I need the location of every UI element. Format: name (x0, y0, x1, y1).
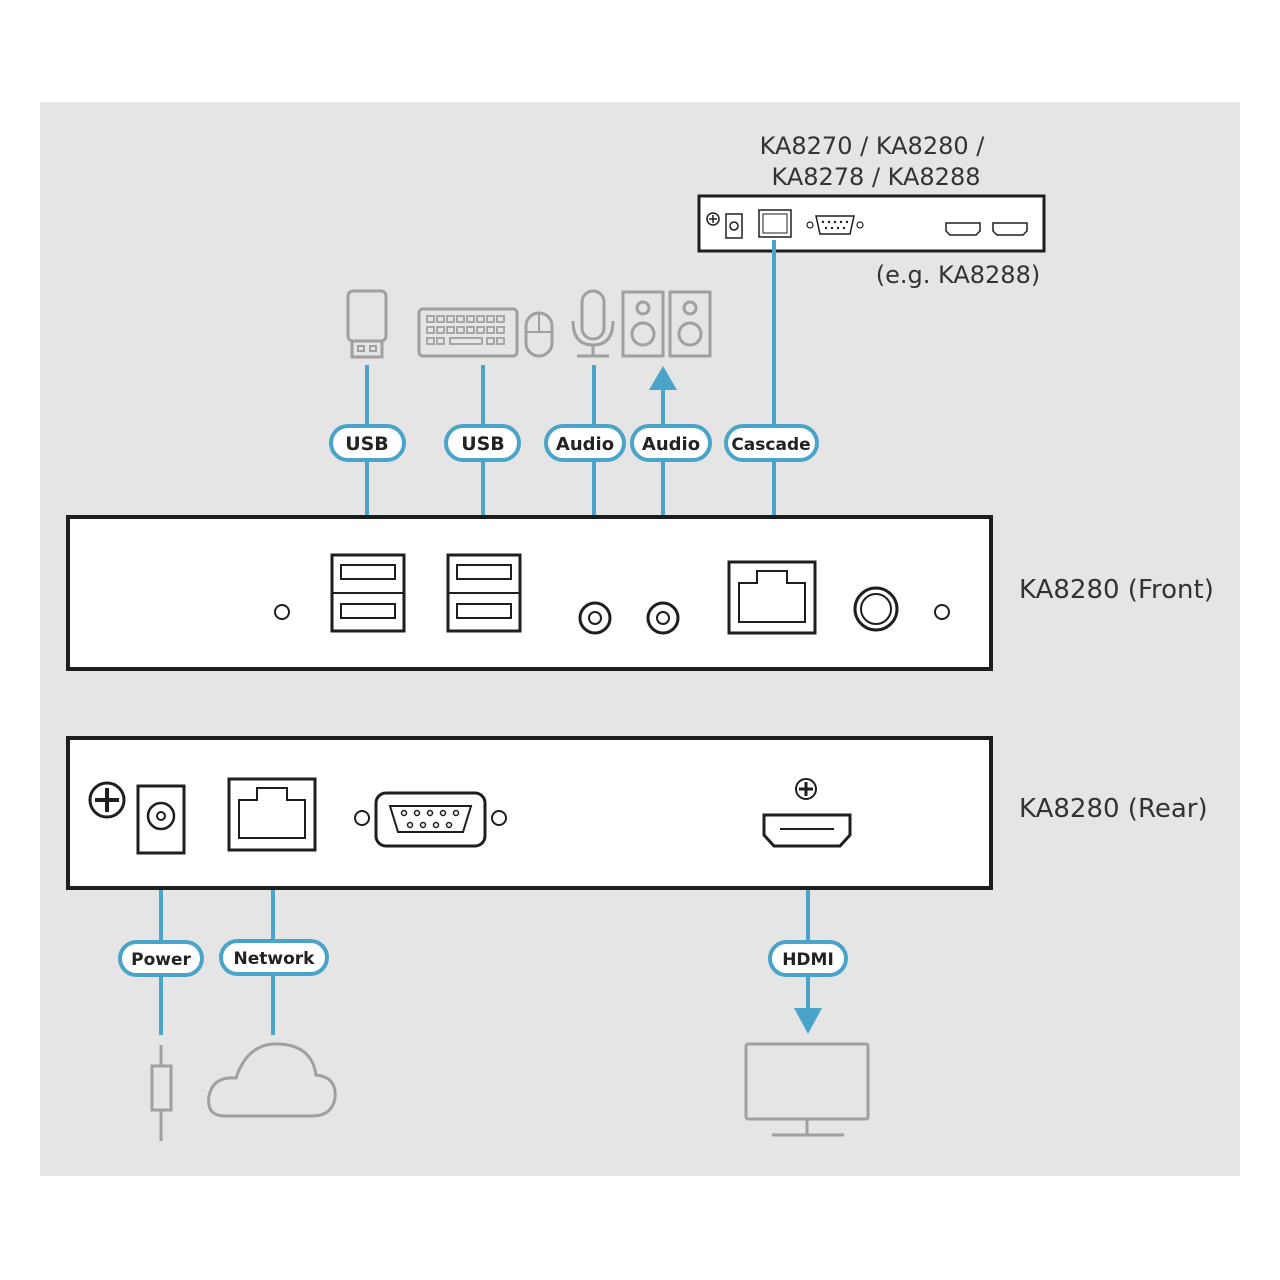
rear-power-jack-icon (136, 784, 186, 855)
audio-out-label-pill: Audio (630, 424, 712, 462)
rear-network-rj45-port-icon (227, 777, 317, 852)
top-device-rj45-port-icon (758, 209, 792, 238)
top-device-ground-screw-icon (706, 212, 720, 226)
audio-in-label-pill: Audio (544, 424, 626, 462)
top-device-hdmi-port-1-icon (945, 222, 981, 236)
usb2-label-pill: USB (444, 424, 521, 462)
front-panel (66, 515, 993, 671)
rear-ground-screw-icon (88, 781, 126, 819)
power-label-pill: Power (118, 940, 204, 977)
front-indicator-right-icon (934, 604, 950, 620)
top-device-hdmi-port-2-icon (992, 222, 1028, 236)
hdmi-label-pill: HDMI (768, 940, 848, 977)
hdmi-arrow-icon (794, 1008, 822, 1034)
microphone-icon (571, 289, 615, 358)
speakers-icon (621, 290, 712, 358)
top-device-serial-port-icon (806, 215, 864, 235)
top-device-power-jack-icon (725, 213, 743, 239)
front-power-button-icon (853, 586, 899, 632)
hdmi-label: HDMI (782, 950, 834, 970)
usb1-label: USB (345, 433, 389, 455)
power-label: Power (131, 950, 191, 970)
rear-hdmi-screw-icon (795, 778, 817, 800)
usb-flash-drive-icon (346, 289, 388, 359)
mouse-icon (524, 311, 554, 358)
keyboard-icon (417, 307, 519, 358)
cloud-icon (207, 1042, 337, 1118)
cascade-label-pill: Cascade (724, 424, 819, 462)
rear-panel-label: KA8280 (Rear) (1019, 794, 1208, 824)
network-label: Network (234, 949, 316, 969)
monitor-icon (744, 1042, 870, 1137)
top-device-title-line2: KA8278 / KA8288 (772, 163, 981, 191)
usb1-label-pill: USB (329, 424, 406, 462)
cascade-label: Cascade (731, 435, 810, 455)
usb2-label: USB (461, 433, 505, 455)
front-usb-port-1-icon (330, 553, 406, 633)
network-label-pill: Network (219, 939, 329, 976)
front-audio-out-jack-icon (646, 601, 680, 635)
top-device-example-label: (e.g. KA8288) (876, 261, 1040, 289)
front-panel-label: KA8280 (Front) (1019, 575, 1214, 605)
front-cascade-rj45-port-icon (727, 560, 817, 635)
audio-in-label: Audio (556, 434, 614, 455)
audio-out-arrow-icon (649, 366, 677, 390)
front-indicator-left-icon (274, 604, 290, 620)
audio-out-label: Audio (642, 434, 700, 455)
rear-hdmi-port-icon (762, 813, 852, 848)
power-plug-icon (150, 1045, 173, 1141)
top-device-title-line1: KA8270 / KA8280 / (760, 132, 986, 160)
rear-serial-port-icon (354, 791, 507, 848)
front-audio-in-jack-icon (578, 601, 612, 635)
rear-panel (66, 736, 993, 890)
front-usb-port-2-icon (446, 553, 522, 633)
top-device-box (697, 194, 1046, 253)
